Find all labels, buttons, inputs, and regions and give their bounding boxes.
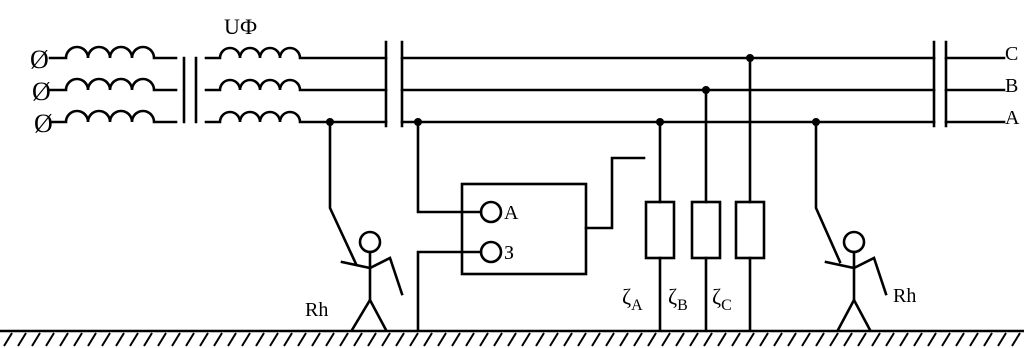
body-resistance-right-label: Rh — [893, 285, 916, 307]
insulation-impedances — [644, 56, 766, 332]
primary-windings — [48, 45, 178, 124]
impedance-label-a: ζA — [622, 284, 643, 314]
phase-labels: C B A — [1005, 43, 1020, 129]
measuring-device-box — [460, 182, 588, 276]
generator-symbols: Ø Ø Ø — [30, 45, 53, 138]
impedance-a — [644, 200, 676, 260]
ground — [0, 329, 1024, 347]
phase-label-b: B — [1005, 75, 1018, 97]
line-breaks — [384, 40, 948, 128]
body-resistance-left-label: Rh — [305, 299, 328, 321]
generator-symbol-b: Ø — [32, 77, 51, 106]
impedance-label-c: ζC — [712, 284, 732, 314]
phase-label-a: A — [1005, 107, 1020, 129]
person-left-head — [358, 230, 382, 254]
terminal-ground-label: З — [504, 242, 514, 264]
generator-symbol-a: Ø — [34, 109, 53, 138]
terminal-a-label: A — [504, 202, 519, 224]
generator-symbol-c: Ø — [30, 45, 49, 74]
person-left — [328, 120, 404, 332]
person-right — [814, 120, 888, 332]
phase-lines — [400, 56, 1006, 124]
ground-hatching — [3, 332, 1021, 347]
measuring-device — [416, 120, 646, 332]
transformer-core — [182, 56, 198, 124]
impedance-b — [690, 200, 722, 260]
terminal-ground — [479, 240, 503, 264]
impedance-label-b: ζB — [668, 284, 688, 314]
phase-label-c: C — [1005, 43, 1018, 65]
source-voltage-label: UФ — [224, 14, 257, 39]
junction-dots — [326, 54, 820, 126]
impedance-labels: ζA ζB ζC — [622, 284, 732, 314]
person-right-head — [842, 230, 866, 254]
impedance-c — [734, 200, 766, 260]
secondary-windings — [204, 46, 388, 124]
terminal-a — [479, 200, 503, 224]
